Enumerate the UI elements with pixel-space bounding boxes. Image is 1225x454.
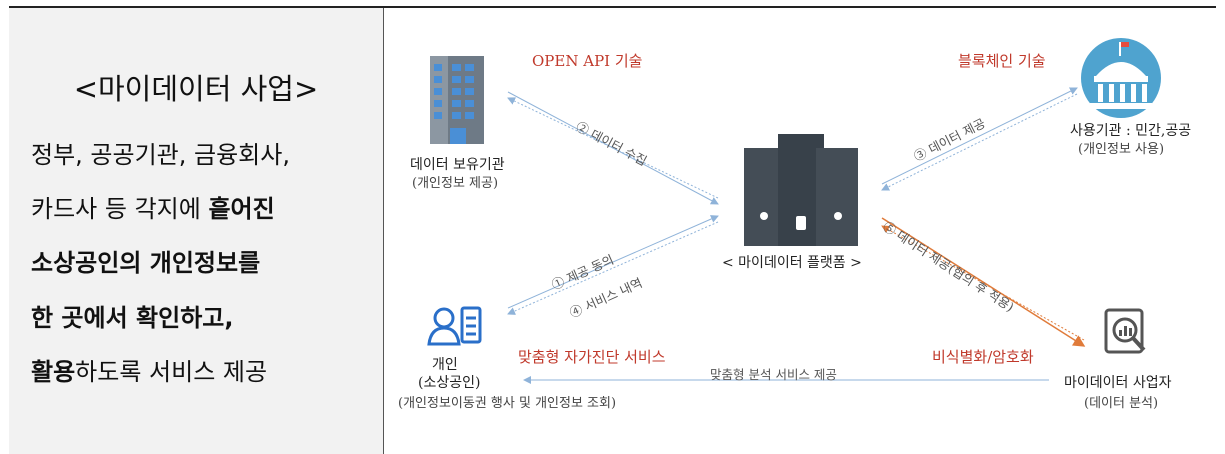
summary-panel: <마이데이터 사업> 정부, 공공기관, 금융회사, 카드사 등 각지에 흩어진… [9, 8, 383, 454]
blockchain-label: 블록체인 기술 [958, 52, 1046, 70]
panel-line-5-plain: 하도록 서비스 제공 [75, 358, 268, 386]
edge-analysis-service-label: 맞춤형 분석 서비스 제공 [710, 367, 837, 382]
arrow-userorg-to-platform [881, 93, 1078, 191]
diagram-canvas [427, 38, 1161, 384]
platform-name: < 마이데이터 플랫폼 > [722, 255, 862, 271]
panel-line-3-bold: 소상공인의 개인정보를 [31, 249, 261, 277]
holder-sub: (개인정보 제공) [412, 176, 499, 191]
arrow-platform-to-userorg [881, 87, 1078, 185]
individual-name-2: (소상공인) [418, 375, 481, 391]
mydata-diagram: 데이터 보유기관 (개인정보 제공) 사용기관 : 민간,공공 (개인정보 사용… [384, 8, 1225, 454]
analysis-search-icon [1104, 308, 1146, 354]
arrow-platform-to-holder [507, 97, 719, 199]
panel-line-1: 정부, 공공기관, 금융회사, [31, 141, 290, 169]
panel-line-3: 소상공인의 개인정보를 [31, 243, 260, 278]
userorg-sub: (개인정보 사용) [1078, 142, 1165, 157]
panel-line-4: 한 곳에서 확인하고, [31, 298, 233, 333]
top-rule [9, 6, 1216, 8]
government-building-icon [1081, 38, 1161, 118]
arrow-individual-to-platform [507, 215, 719, 309]
building-icon [430, 56, 484, 144]
panel-line-2-plain: 카드사 등 각지에 [31, 195, 209, 223]
arrow-platform-to-operator [881, 217, 1086, 347]
panel-line-5: 활용하도록 서비스 제공 [31, 352, 267, 387]
operator-sub: (데이터 분석) [1084, 396, 1159, 411]
panel-line-2-bold: 흩어진 [208, 195, 275, 223]
operator-name: 마이데이터 사업자 [1064, 375, 1172, 391]
individual-name: 개인 [432, 357, 458, 373]
holder-name: 데이터 보유기관 [410, 157, 505, 173]
userorg-name: 사용기관 : 민간,공공 [1070, 123, 1192, 139]
deidentify-label: 비식별화/암호화 [932, 348, 1034, 366]
individual-sub: (개인정보이동권 행사 및 개인정보 조회) [398, 396, 617, 411]
panel-line-4-bold: 한 곳에서 확인하고, [31, 304, 234, 332]
panel-line-5-bold: 활용 [31, 358, 76, 386]
panel-divider [383, 8, 384, 454]
server-icon [744, 134, 858, 246]
self-diagnosis-label: 맞춤형 자가진단 서비스 [518, 348, 666, 366]
person-id-card-icon [427, 306, 482, 346]
panel-line-2: 카드사 등 각지에 흩어진 [31, 189, 275, 224]
arrow-operator-to-platform [881, 225, 1085, 341]
open-api-label: OPEN API 기술 [532, 52, 643, 70]
panel-title: <마이데이터 사업> [73, 72, 319, 106]
